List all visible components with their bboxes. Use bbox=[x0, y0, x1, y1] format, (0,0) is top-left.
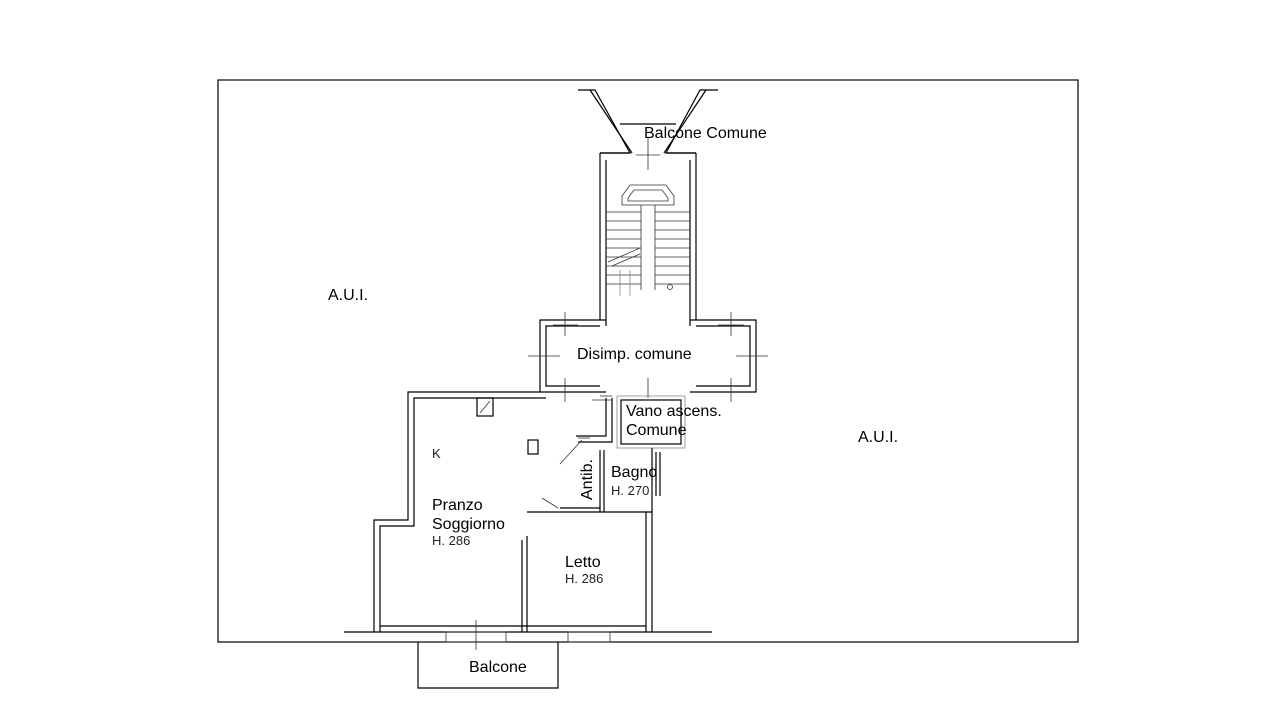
label-antib: Antib. bbox=[579, 459, 596, 500]
label-aui-left: A.U.I. bbox=[328, 287, 368, 304]
windows bbox=[445, 620, 611, 650]
label-soggiorno: Soggiorno bbox=[432, 516, 505, 533]
label-vano-comune: Comune bbox=[626, 422, 687, 439]
balcone-outline bbox=[417, 642, 559, 689]
label-letto: Letto bbox=[565, 554, 601, 571]
label-k: K bbox=[432, 446, 441, 461]
label-soggiorno-height: H. 286 bbox=[432, 533, 470, 548]
label-disimp-comune: Disimp. comune bbox=[577, 346, 692, 363]
label-bagno-height: H. 270 bbox=[611, 483, 649, 498]
label-balcone-comune: Balcone Comune bbox=[644, 125, 767, 142]
apartment-walls bbox=[344, 391, 712, 633]
label-bagno: Bagno bbox=[611, 464, 657, 481]
property-boundary bbox=[217, 79, 1079, 643]
kitchen-fixtures bbox=[476, 397, 539, 455]
label-letto-height: H. 286 bbox=[565, 571, 603, 586]
label-vano-ascens: Vano ascens. bbox=[626, 403, 722, 420]
label-aui-right: A.U.I. bbox=[858, 429, 898, 446]
disimp-comune-walls bbox=[528, 312, 768, 402]
label-balcone: Balcone bbox=[469, 659, 527, 676]
vano-ascens-outline bbox=[592, 395, 686, 449]
label-pranzo: Pranzo bbox=[432, 497, 483, 514]
stairwell bbox=[599, 152, 697, 320]
